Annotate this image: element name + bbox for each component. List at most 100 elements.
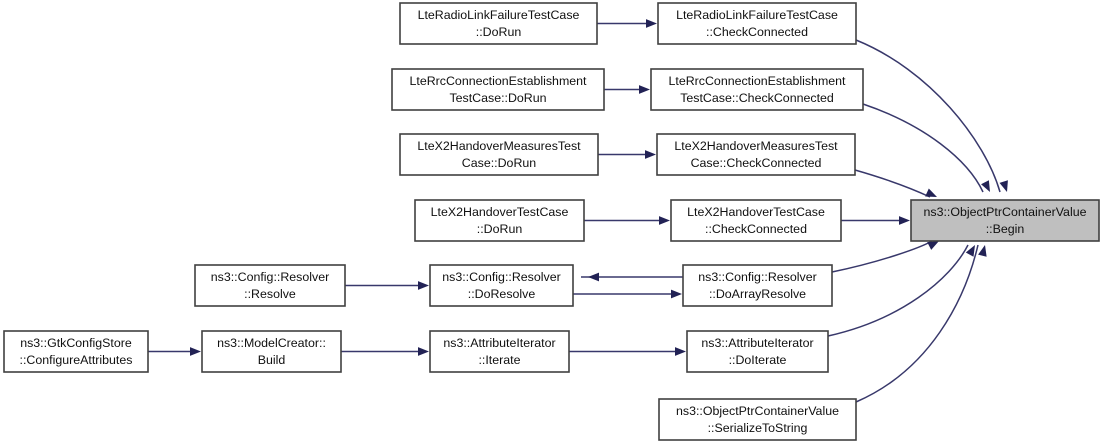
node-lteradiolinkfailuretestcase-dorun[interactable]: LteRadioLinkFailureTestCase::DoRun <box>399 2 598 45</box>
node-label-line2: ::DoRun <box>477 222 523 236</box>
arrow-head-icon <box>418 281 429 290</box>
node-layer: LteRadioLinkFailureTestCase::DoRunLteRad… <box>3 2 1100 441</box>
node-label-line1: ns3::Config::Resolver <box>698 270 816 284</box>
node-ns3-objectptrcontainervalue-serializetostring[interactable]: ns3::ObjectPtrContainerValue::SerializeT… <box>658 398 857 441</box>
node-label-line1: ns3::Config::Resolver <box>211 270 329 284</box>
node-label-line1: ns3::ModelCreator:: <box>217 336 326 350</box>
arrow-head-icon <box>899 216 910 225</box>
node-box[interactable] <box>399 2 598 45</box>
node-box[interactable] <box>656 133 856 176</box>
edge-n7-to-n8 <box>841 216 910 225</box>
node-ns3-config-resolver-doresolve[interactable]: ns3::Config::Resolver::DoResolve <box>429 264 574 307</box>
edge-line <box>854 169 931 198</box>
edge-n14-to-n15 <box>569 347 686 356</box>
node-box[interactable] <box>670 199 842 242</box>
node-label-line1: LteRadioLinkFailureTestCase <box>418 8 580 22</box>
edge-line <box>827 244 969 337</box>
node-box[interactable] <box>429 264 574 307</box>
node-label-line2: ::ConfigureAttributes <box>20 353 133 367</box>
arrow-head-icon <box>639 85 650 94</box>
edge-line <box>862 103 984 193</box>
arrow-head-icon <box>190 347 201 356</box>
edge-n13-to-n14 <box>341 347 429 356</box>
edge-n6-to-n7 <box>584 216 670 225</box>
arrow-head-icon <box>646 19 657 28</box>
edge-n4-to-n5 <box>598 150 656 159</box>
edge-n9-to-n10 <box>345 281 429 290</box>
node-label-line2: ::DoResolve <box>468 287 536 301</box>
edge-n5-to-n8 <box>854 169 937 198</box>
node-box[interactable] <box>650 68 864 111</box>
node-ns3-objectptrcontainervalue-begin[interactable]: ns3::ObjectPtrContainerValue::Begin <box>910 199 1100 242</box>
edge-n10-to-n11 <box>573 289 682 299</box>
edge-n11-to-n10 <box>581 272 683 282</box>
node-label-line1: LteX2HandoverTestCase <box>687 205 825 219</box>
node-label-line2: ::CheckConnected <box>705 222 807 236</box>
node-label-line2: ::Begin <box>986 222 1025 236</box>
node-label-line2: ::DoRun <box>476 25 522 39</box>
edge-line <box>855 39 1001 193</box>
arrow-head-icon <box>999 180 1008 192</box>
node-ltex2handovertestcase-dorun[interactable]: LteX2HandoverTestCase::DoRun <box>414 199 585 242</box>
node-box[interactable] <box>3 330 149 373</box>
edge-n1-to-n8 <box>855 39 1008 193</box>
arrow-head-icon <box>927 241 939 250</box>
node-label-line2: Case::CheckConnected <box>691 156 822 170</box>
node-label-line2: TestCase::CheckConnected <box>680 91 834 105</box>
arrow-head-icon <box>418 347 429 356</box>
edge-n2-to-n3 <box>604 85 650 94</box>
node-label-line1: ns3::ObjectPtrContainerValue <box>676 404 839 418</box>
node-ltex2handovermeasurestestcase-checkconnected[interactable]: LteX2HandoverMeasuresTestCase::CheckConn… <box>656 133 856 176</box>
arrow-head-icon <box>588 272 599 282</box>
node-label-line2: TestCase::DoRun <box>449 91 546 105</box>
node-label-line2: Build <box>258 353 286 367</box>
node-box[interactable] <box>429 330 570 373</box>
node-label-line1: LteX2HandoverMeasuresTest <box>417 139 581 153</box>
node-box[interactable] <box>657 2 857 45</box>
node-box[interactable] <box>682 264 833 307</box>
node-lterrcconnectionestablishmenttestcase-checkconnected[interactable]: LteRrcConnectionEstablishmentTestCase::C… <box>650 68 864 111</box>
node-box[interactable] <box>391 68 605 111</box>
node-label-line1: LteX2HandoverTestCase <box>431 205 569 219</box>
arrow-head-icon <box>671 289 682 299</box>
node-box[interactable] <box>201 330 342 373</box>
arrow-head-icon <box>965 245 975 257</box>
node-box[interactable] <box>399 133 599 176</box>
node-label-line1: LteRadioLinkFailureTestCase <box>676 8 838 22</box>
node-label-line2: Case::DoRun <box>462 156 536 170</box>
edge-n16-to-n8 <box>855 244 987 403</box>
edge-n11-to-n8 <box>831 240 939 273</box>
node-label-line1: LteRrcConnectionEstablishment <box>409 74 587 88</box>
edge-n15-to-n8 <box>827 244 975 337</box>
node-lteradiolinkfailuretestcase-checkconnected[interactable]: LteRadioLinkFailureTestCase::CheckConnec… <box>657 2 857 45</box>
node-ns3-config-resolver-doarrayresolve[interactable]: ns3::Config::Resolver::DoArrayResolve <box>682 264 833 307</box>
node-ns3-modelcreator-build[interactable]: ns3::ModelCreator::Build <box>201 330 342 373</box>
node-label-line1: LteX2HandoverMeasuresTest <box>674 139 838 153</box>
arrow-head-icon <box>978 245 987 257</box>
node-label-line2: ::Iterate <box>478 353 520 367</box>
node-box[interactable] <box>414 199 585 242</box>
node-ns3-gtkconfigstore-configureattributes[interactable]: ns3::GtkConfigStore::ConfigureAttributes <box>3 330 149 373</box>
node-ns3-attributeiterator-iterate[interactable]: ns3::AttributeIterator::Iterate <box>429 330 570 373</box>
node-label-line2: ::SerializeToString <box>708 421 808 435</box>
node-ltex2handovertestcase-checkconnected[interactable]: LteX2HandoverTestCase::CheckConnected <box>670 199 842 242</box>
node-label-line1: ns3::GtkConfigStore <box>20 336 132 350</box>
edge-line <box>855 244 979 403</box>
node-box[interactable] <box>194 264 346 307</box>
node-label-line1: ns3::ObjectPtrContainerValue <box>923 205 1086 219</box>
node-lterrcconnectionestablishmenttestcase-dorun[interactable]: LteRrcConnectionEstablishmentTestCase::D… <box>391 68 605 111</box>
arrow-head-icon <box>675 347 686 356</box>
node-box[interactable] <box>658 398 857 441</box>
node-label-line2: ::DoArrayResolve <box>709 287 806 301</box>
node-label-line1: ns3::Config::Resolver <box>442 270 560 284</box>
edge-layer <box>148 19 1008 403</box>
edge-n0-to-n1 <box>597 19 657 28</box>
node-ns3-config-resolver-resolve[interactable]: ns3::Config::Resolver::Resolve <box>194 264 346 307</box>
arrow-head-icon <box>981 180 990 192</box>
node-ns3-attributeiterator-doiterate[interactable]: ns3::AttributeIterator::DoIterate <box>686 330 829 373</box>
node-box[interactable] <box>686 330 829 373</box>
node-box[interactable] <box>910 199 1100 242</box>
